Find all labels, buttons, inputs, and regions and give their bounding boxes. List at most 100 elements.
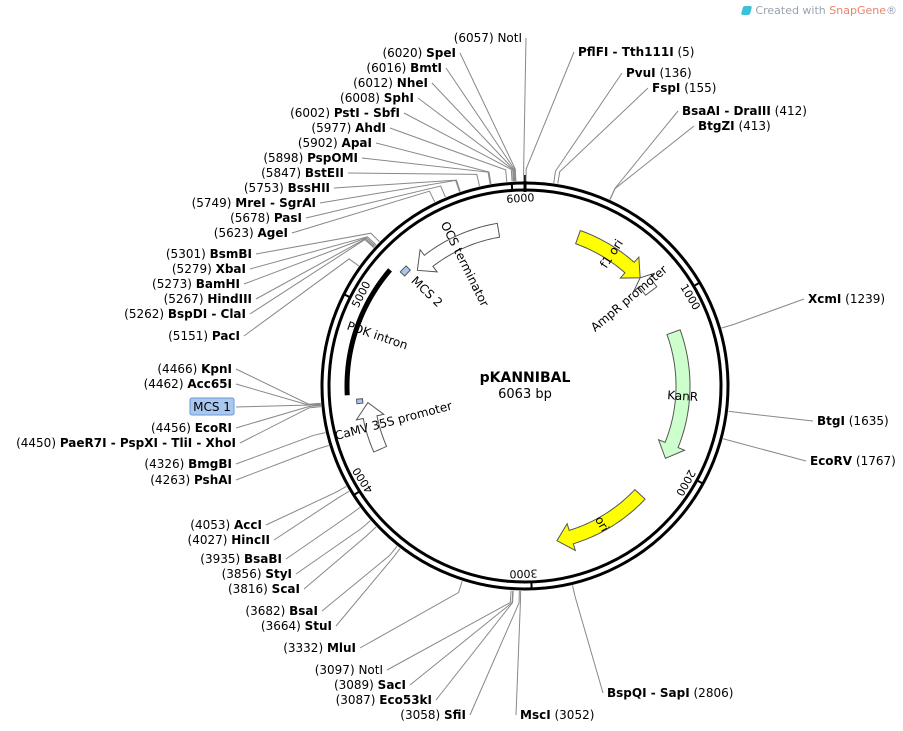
feature-camv-35s-promoter[interactable]: [355, 401, 388, 453]
feature-mcs-2[interactable]: [399, 265, 412, 277]
site-leader-line: [722, 438, 807, 462]
feature-kanr[interactable]: [657, 329, 691, 460]
plasmid-length: 6063 bp: [498, 387, 552, 402]
site-leader-line: [235, 432, 326, 465]
site-label[interactable]: (6057) NotI: [454, 31, 522, 45]
site-label[interactable]: (4450) PaeR7I - PspXI - TliI - XhoI: [16, 436, 236, 450]
tick-mark: [352, 489, 362, 497]
site-label[interactable]: (4462) Acc65I: [144, 377, 232, 391]
site-label[interactable]: (6012) NheI: [353, 76, 428, 90]
site-leader-line: [249, 236, 377, 270]
feature-ori[interactable]: [556, 488, 646, 552]
site-label[interactable]: (4456) EcoRI: [151, 421, 232, 435]
site-leader-line: [319, 179, 460, 204]
site-leader-line: [409, 590, 514, 686]
site-label[interactable]: (5678) PasI: [230, 211, 302, 225]
site-leader-line: [553, 72, 623, 184]
site-label[interactable]: FspI (155): [652, 81, 717, 95]
site-label[interactable]: (3058) SfiI: [400, 708, 466, 722]
site-label[interactable]: BsaAI - DraIII (412): [682, 104, 807, 118]
site-label[interactable]: (4466) KpnI: [157, 362, 232, 376]
site-label[interactable]: (6008) SphI: [340, 91, 414, 105]
site-label[interactable]: (5301) BsmBI: [166, 247, 252, 261]
site-label[interactable]: (5977) AhdI: [311, 121, 386, 135]
site-label[interactable]: (3682) BsaI: [245, 604, 318, 618]
site-leader-line: [523, 37, 527, 182]
site-label[interactable]: (5279) XbaI: [172, 262, 246, 276]
site-leader-line: [386, 590, 512, 671]
site-label[interactable]: (5902) ApaI: [298, 136, 372, 150]
site-label[interactable]: (3816) ScaI: [228, 582, 300, 596]
feature-pdk-intron[interactable]: [344, 268, 392, 396]
restriction-sites: (6057) NotI(6020) SpeI(6016) BmtI(6012) …: [16, 31, 896, 722]
site-label[interactable]: (3332) MluI: [283, 641, 356, 655]
plasmid-name: pKANNIBAL: [480, 370, 571, 386]
site-label[interactable]: (5898) PspOMI: [263, 151, 358, 165]
backbone-outer-strand: [320, 181, 730, 591]
site-label[interactable]: XcmI (1239): [808, 292, 885, 306]
site-leader-line: [255, 238, 375, 300]
site-label[interactable]: (5847) BstEII: [261, 166, 344, 180]
site-label[interactable]: (3089) SacI: [334, 678, 406, 692]
site-label[interactable]: (5753) BssHII: [244, 181, 330, 195]
site-leader-line: [557, 87, 649, 184]
site-label[interactable]: (4053) AccI: [190, 518, 262, 532]
site-label[interactable]: (3856) StyI: [222, 567, 292, 581]
site-label[interactable]: (5273) BamHI: [152, 277, 240, 291]
site-label[interactable]: (3097) NotI: [315, 663, 383, 677]
site-leader-line: [417, 97, 514, 182]
site-leader-line: [335, 548, 401, 627]
feature-f1-ori[interactable]: [575, 229, 641, 279]
site-leader-line: [459, 52, 517, 182]
site-label[interactable]: BtgI (1635): [817, 414, 889, 428]
site-label[interactable]: (3087) Eco53kI: [336, 693, 432, 707]
site-leader-line: [239, 406, 322, 444]
site-leader-line: [469, 590, 520, 716]
site-label[interactable]: (5262) BspDI - ClaI: [124, 307, 246, 321]
site-label[interactable]: (6016) BmtI: [366, 61, 442, 75]
site-label[interactable]: MscI (3052): [520, 708, 594, 722]
site-label[interactable]: (4326) BmgBI: [144, 457, 232, 471]
site-label[interactable]: (5267) HindIII: [164, 292, 252, 306]
mcs1-box[interactable]: [189, 397, 235, 416]
site-label[interactable]: (4027) HincII: [188, 533, 270, 547]
site-leader-line: [728, 410, 814, 422]
site-label[interactable]: (4263) PshAI: [150, 473, 232, 487]
site-label[interactable]: (6002) PstI - SbfI: [290, 106, 400, 120]
site-leader-line: [347, 172, 480, 187]
feature-label-ori: ori: [592, 514, 612, 534]
feature-label-camv-35s-promoter: CaMV 35S promoter: [333, 399, 453, 443]
feature-label-mcs-2: MCS 2: [408, 274, 445, 310]
site-leader-line: [243, 237, 376, 285]
site-leader-line: [235, 445, 329, 481]
site-leader-line: [435, 590, 514, 701]
feature-mcs-1[interactable]: [355, 398, 364, 405]
site-label[interactable]: PflFI - Tth111I (5): [578, 45, 694, 59]
site-leader-line: [235, 404, 321, 429]
site-leader-line: [285, 507, 361, 560]
site-label[interactable]: (3935) BsaBI: [200, 552, 282, 566]
credit-prefix: Created with: [755, 4, 826, 17]
mcs1-label: MCS 1: [193, 400, 231, 414]
feature-ocs-terminator[interactable]: [416, 222, 501, 273]
site-leader-line: [303, 526, 377, 590]
site-label[interactable]: EcoRV (1767): [810, 454, 896, 468]
site-label[interactable]: (3664) StuI: [261, 619, 332, 633]
site-label[interactable]: BspQI - SapI (2806): [607, 686, 733, 700]
tick-label: 6000: [506, 191, 535, 206]
site-leader-line: [249, 238, 375, 315]
site-leader-line: [291, 190, 436, 234]
site-label[interactable]: (5623) AgeI: [214, 226, 288, 240]
site-label[interactable]: (5749) MreI - SgrAI: [192, 196, 316, 210]
site-leader-line: [359, 580, 463, 649]
feature-ampr-promoter[interactable]: [633, 272, 658, 296]
backbone-ring: [320, 181, 730, 591]
site-label[interactable]: PvuI (136): [626, 66, 692, 80]
backbone-inner-strand: [327, 188, 723, 584]
credit-brand: SnapGene: [829, 4, 886, 17]
site-label[interactable]: BtgZI (413): [698, 119, 771, 133]
site-label[interactable]: (6020) SpeI: [382, 46, 456, 60]
site-label[interactable]: (5151) PacI: [168, 329, 240, 343]
mcs1-leader-line: [235, 404, 321, 408]
